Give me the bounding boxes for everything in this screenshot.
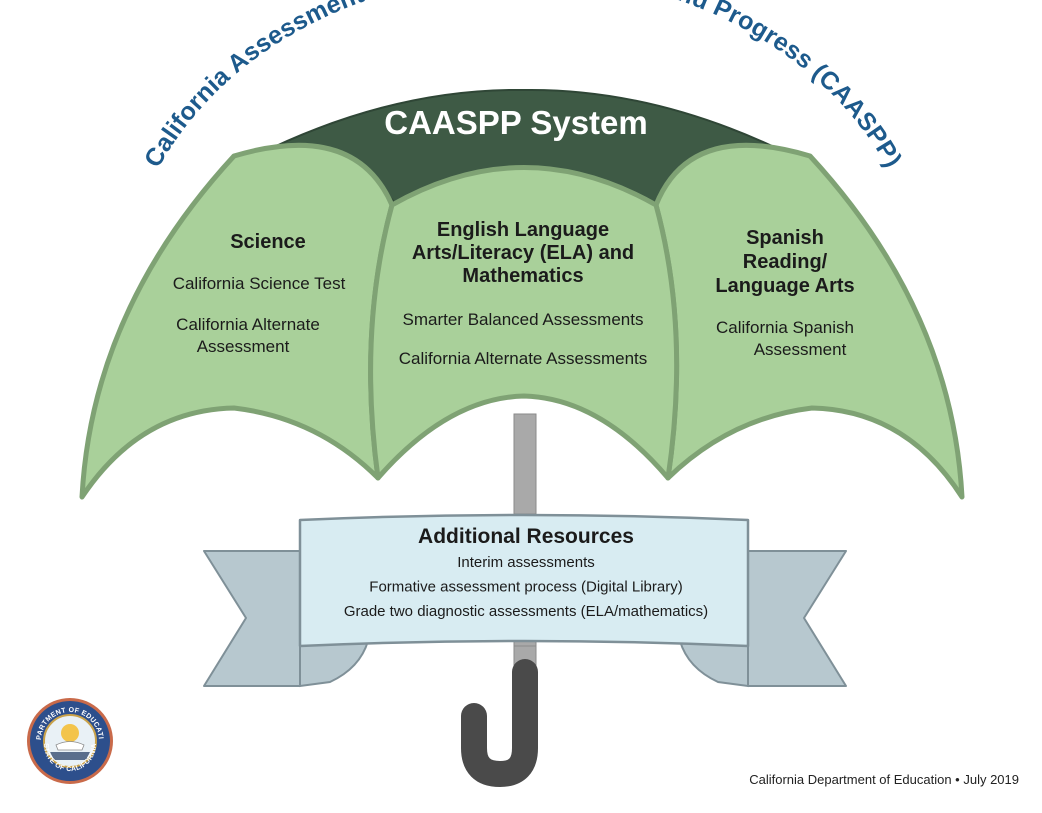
panel-title-line: Spanish	[746, 227, 824, 249]
panel-title-line: Science	[230, 231, 306, 253]
panel-item-line: California Spanish	[716, 318, 854, 337]
canopy-panel-center	[368, 165, 680, 481]
resources-list-item: Formative assessment process (Digital Li…	[369, 579, 682, 596]
svg-text:DEPARTMENT OF EDUCATION: DEPARTMENT OF EDUCATION	[0, 0, 104, 740]
panel-title-line: Language Arts	[715, 275, 854, 297]
panel-title-line: English Language	[437, 219, 609, 241]
panel-title-line: Arts/Literacy (ELA) and	[412, 242, 634, 264]
panel-item-line: California Science Test	[173, 274, 346, 293]
resources-list-item: Interim assessments	[457, 554, 595, 571]
panel-item-line: Assessment	[754, 340, 847, 359]
umbrella-handle	[461, 659, 538, 788]
banner-left-fold	[299, 640, 370, 688]
banner-right-tail	[747, 550, 847, 687]
panel-item-line: California Alternate Assessments	[399, 349, 648, 368]
department-of-education-seal: DEPARTMENT OF EDUCATION STATE OF CALIFOR…	[0, 0, 113, 784]
umbrella-shaft-visible	[513, 413, 537, 515]
banner-left-tail	[203, 550, 301, 687]
resources-title: Additional Resources	[418, 525, 634, 548]
panel-item-line: Assessment	[197, 337, 290, 356]
system-title: CAASPP System	[384, 104, 648, 141]
resources-list-item: Grade two diagnostic assessments (ELA/ma…	[344, 603, 708, 620]
panel-title-line: Mathematics	[462, 265, 583, 287]
panel-item-line: Smarter Balanced Assessments	[403, 310, 644, 329]
footer-credit: California Department of Education • Jul…	[749, 772, 1019, 787]
panel-title-line: Reading/	[743, 251, 828, 273]
banner-front	[298, 513, 750, 648]
panel-item-line: California Alternate	[176, 315, 320, 334]
banner-right-fold	[678, 640, 749, 688]
